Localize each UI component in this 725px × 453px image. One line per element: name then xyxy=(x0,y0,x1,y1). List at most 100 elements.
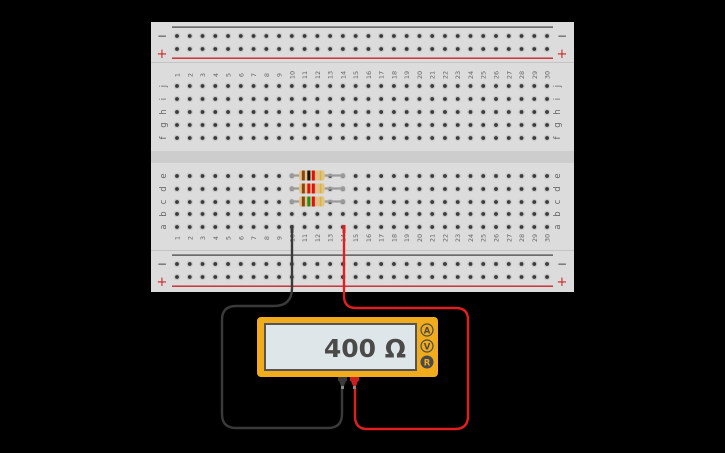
hole-c27[interactable] xyxy=(505,198,512,206)
hole-a12[interactable] xyxy=(314,223,321,231)
hole-a21[interactable] xyxy=(429,223,436,231)
hole-c22[interactable] xyxy=(441,198,449,206)
hole-a2[interactable] xyxy=(186,223,193,231)
hole-h28[interactable] xyxy=(518,108,525,116)
hole-b15[interactable] xyxy=(352,210,359,218)
hole-e26[interactable] xyxy=(492,172,500,180)
hole-h14[interactable] xyxy=(339,108,347,116)
top-rail-minus-hole[interactable] xyxy=(518,32,525,40)
hole-d23[interactable] xyxy=(454,185,461,193)
top-rail-minus-hole[interactable] xyxy=(199,32,206,40)
top-rail-minus-hole[interactable] xyxy=(390,32,398,40)
hole-f29[interactable] xyxy=(531,134,538,142)
top-rail-plus-hole[interactable] xyxy=(199,45,206,53)
bottom-rail-minus-hole[interactable] xyxy=(301,260,308,268)
hole-h11[interactable] xyxy=(301,108,308,116)
hole-j5[interactable] xyxy=(224,82,232,90)
hole-f9[interactable] xyxy=(275,134,283,142)
hole-f18[interactable] xyxy=(390,134,398,142)
top-rail-minus-hole[interactable] xyxy=(531,32,538,40)
hole-h6[interactable] xyxy=(237,108,244,116)
hole-a29[interactable] xyxy=(531,223,538,231)
resistor-3[interactable] xyxy=(289,196,346,207)
hole-b27[interactable] xyxy=(505,210,512,218)
hole-f20[interactable] xyxy=(416,134,423,142)
hole-b22[interactable] xyxy=(441,210,449,218)
bottom-rail-minus-hole[interactable] xyxy=(275,260,283,268)
hole-e8[interactable] xyxy=(263,172,270,180)
hole-e21[interactable] xyxy=(429,172,436,180)
top-rail-minus-hole[interactable] xyxy=(186,32,193,40)
hole-i10[interactable] xyxy=(288,95,296,103)
bottom-rail-plus-hole[interactable] xyxy=(326,273,334,281)
hole-a25[interactable] xyxy=(480,223,487,231)
hole-d24[interactable] xyxy=(467,185,474,193)
top-rail-minus-hole[interactable] xyxy=(352,32,359,40)
hole-b5[interactable] xyxy=(224,210,232,218)
hole-b14[interactable] xyxy=(339,210,347,218)
top-rail-minus-hole[interactable] xyxy=(275,32,283,40)
bottom-rail-plus-hole[interactable] xyxy=(237,273,244,281)
hole-c24[interactable] xyxy=(467,198,474,206)
hole-j29[interactable] xyxy=(531,82,538,90)
bottom-rail-minus-hole[interactable] xyxy=(365,260,372,268)
hole-c3[interactable] xyxy=(199,198,206,206)
hole-d19[interactable] xyxy=(403,185,410,193)
hole-j28[interactable] xyxy=(518,82,525,90)
hole-h19[interactable] xyxy=(403,108,410,116)
top-rail-minus-hole[interactable] xyxy=(212,32,219,40)
bottom-rail-minus-hole[interactable] xyxy=(531,260,538,268)
hole-c21[interactable] xyxy=(429,198,436,206)
hole-g28[interactable] xyxy=(518,121,525,129)
bottom-rail-plus-hole[interactable] xyxy=(263,273,270,281)
hole-i8[interactable] xyxy=(263,95,270,103)
top-rail-minus-hole[interactable] xyxy=(173,32,181,40)
bottom-rail-plus-hole[interactable] xyxy=(275,273,283,281)
bottom-rail-plus-hole[interactable] xyxy=(518,273,525,281)
hole-h12[interactable] xyxy=(314,108,321,116)
hole-c28[interactable] xyxy=(518,198,525,206)
hole-g15[interactable] xyxy=(352,121,359,129)
hole-i2[interactable] xyxy=(186,95,193,103)
hole-h3[interactable] xyxy=(199,108,206,116)
hole-f12[interactable] xyxy=(314,134,321,142)
hole-i13[interactable] xyxy=(326,95,334,103)
hole-g8[interactable] xyxy=(263,121,270,129)
bottom-rail-minus-hole[interactable] xyxy=(250,260,257,268)
bottom-rail-minus-hole[interactable] xyxy=(390,260,398,268)
hole-c19[interactable] xyxy=(403,198,410,206)
hole-f5[interactable] xyxy=(224,134,232,142)
top-rail-minus-hole[interactable] xyxy=(224,32,232,40)
top-rail-minus-hole[interactable] xyxy=(263,32,270,40)
bottom-rail-minus-hole[interactable] xyxy=(314,260,321,268)
bottom-rail-minus-hole[interactable] xyxy=(403,260,410,268)
hole-d17[interactable] xyxy=(377,185,385,193)
hole-i3[interactable] xyxy=(199,95,206,103)
hole-i29[interactable] xyxy=(531,95,538,103)
hole-e18[interactable] xyxy=(390,172,398,180)
hole-a1[interactable] xyxy=(173,223,181,231)
hole-i4[interactable] xyxy=(212,95,219,103)
hole-i6[interactable] xyxy=(237,95,244,103)
bottom-rail-plus-hole[interactable] xyxy=(186,273,193,281)
hole-b4[interactable] xyxy=(212,210,219,218)
resistor-2[interactable] xyxy=(289,183,346,194)
bottom-rail-plus-hole[interactable] xyxy=(429,273,436,281)
hole-c23[interactable] xyxy=(454,198,461,206)
top-rail-minus-hole[interactable] xyxy=(480,32,487,40)
hole-h9[interactable] xyxy=(275,108,283,116)
hole-b30[interactable] xyxy=(543,210,551,218)
mode-button-volts[interactable]: V xyxy=(420,339,434,353)
hole-j20[interactable] xyxy=(416,82,423,90)
hole-i7[interactable] xyxy=(250,95,257,103)
hole-b28[interactable] xyxy=(518,210,525,218)
hole-d9[interactable] xyxy=(275,185,283,193)
hole-f8[interactable] xyxy=(263,134,270,142)
top-rail-minus-hole[interactable] xyxy=(429,32,436,40)
top-rail-plus-hole[interactable] xyxy=(237,45,244,53)
top-rail-minus-hole[interactable] xyxy=(301,32,308,40)
top-rail-plus-hole[interactable] xyxy=(186,45,193,53)
hole-d1[interactable] xyxy=(173,185,181,193)
hole-d29[interactable] xyxy=(531,185,538,193)
hole-i5[interactable] xyxy=(224,95,232,103)
